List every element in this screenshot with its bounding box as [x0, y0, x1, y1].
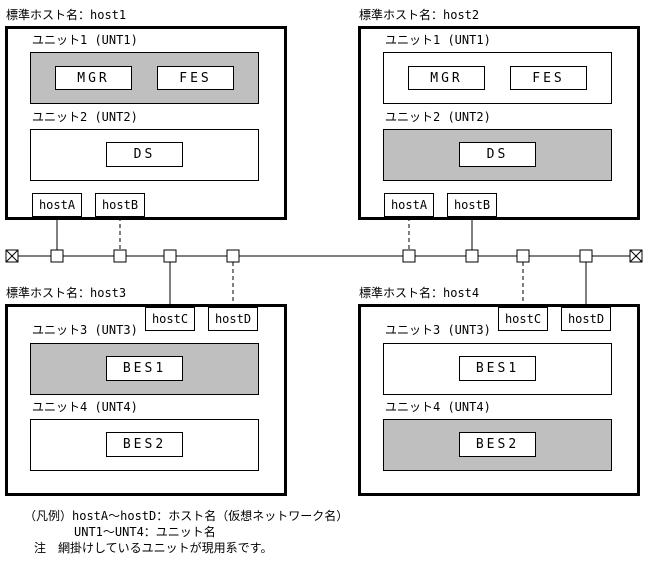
legend-line-1: （凡例）hostA～hostD：ホスト名（仮想ネットワーク名） [24, 509, 349, 523]
host2-unit1-label: ユニット1 (UNT1) [385, 33, 491, 47]
host4-unit4-label: ユニット4 (UNT4) [385, 400, 491, 414]
host3-bes2: BES2 [106, 432, 183, 457]
connector-host3-hostD [226, 249, 240, 263]
host2-ds: DS [459, 142, 536, 167]
host1-ds: DS [106, 142, 183, 167]
host1-mgr: MGR [55, 66, 132, 90]
host1-fes: FES [157, 66, 234, 90]
connector-host4-hostD [579, 249, 593, 263]
host2-fes: FES [510, 66, 587, 90]
host1-nic-hostA: hostA [32, 193, 82, 217]
host4-title: 標準ホスト名：host4 [359, 286, 480, 300]
host3-nic-hostD: hostD [208, 307, 258, 331]
host2-mgr: MGR [408, 66, 485, 90]
host1-nic-hostB: hostB [95, 193, 145, 217]
host4-nic-hostD: hostD [561, 307, 611, 331]
host4-unit3-label: ユニット3 (UNT3) [385, 323, 491, 337]
host4-bes1: BES1 [459, 356, 536, 381]
host3-bes1: BES1 [106, 356, 183, 381]
host3-nic-hostC: hostC [145, 307, 195, 331]
connector-host4-hostC [516, 249, 530, 263]
host4-unit3-box [383, 343, 612, 395]
host2-unit2-label: ユニット2 (UNT2) [385, 110, 491, 124]
host1-unit1-label: ユニット1 (UNT1) [32, 33, 138, 47]
host3-unit3-label: ユニット3 (UNT3) [32, 323, 138, 337]
host4-bes2: BES2 [459, 432, 536, 457]
host1-unit2-label: ユニット2 (UNT2) [32, 110, 138, 124]
legend-note: 注 網掛けしているユニットが現用系です。 [34, 541, 273, 555]
host3-title: 標準ホスト名：host3 [6, 286, 127, 300]
host2-nic-hostB: hostB [447, 193, 497, 217]
host2-title: 標準ホスト名：host2 [359, 8, 480, 22]
left-terminator-icon [5, 249, 19, 263]
host2-nic-hostA: hostA [384, 193, 434, 217]
connector-host2-hostA [402, 249, 416, 263]
right-terminator-icon [629, 249, 643, 263]
host3-unit4-label: ユニット4 (UNT4) [32, 400, 138, 414]
connector-host3-hostC [163, 249, 177, 263]
connector-host1-hostB [113, 249, 127, 263]
host1-title: 標準ホスト名：host1 [6, 8, 127, 22]
host4-nic-hostC: hostC [498, 307, 548, 331]
connector-host2-hostB [465, 249, 479, 263]
connector-host1-hostA [50, 249, 64, 263]
legend-line-2: UNT1～UNT4：ユニット名 [74, 525, 216, 539]
